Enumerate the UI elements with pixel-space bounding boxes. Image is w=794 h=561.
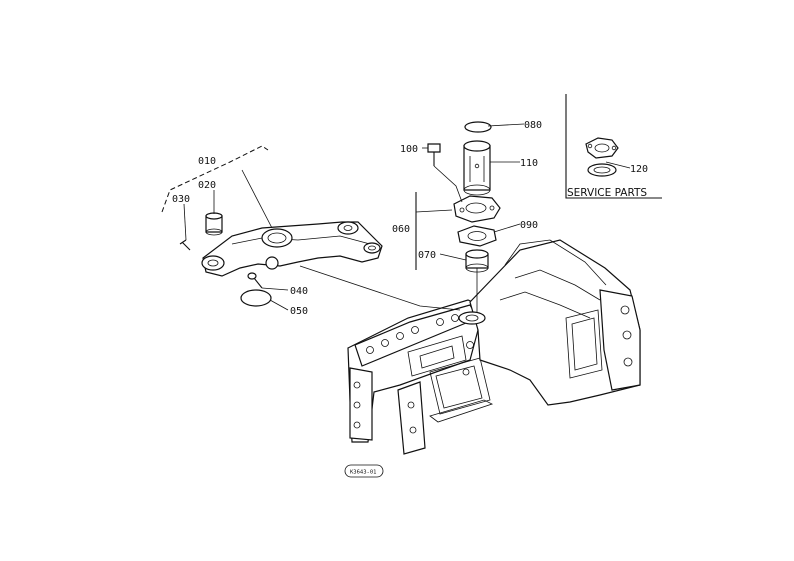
drawing-code: K3643-01 <box>350 470 377 476</box>
label-100: 100 <box>400 144 418 155</box>
label-070: 070 <box>418 250 436 261</box>
lift-arm <box>201 221 383 277</box>
label-080: 080 <box>524 120 542 131</box>
bushing-020 <box>205 212 223 236</box>
label-120: 120 <box>630 164 648 175</box>
bolt-040 <box>247 272 263 289</box>
washer-050 <box>240 289 272 307</box>
label-040: 040 <box>290 286 308 297</box>
label-030: 030 <box>172 194 190 205</box>
shaft-110 <box>463 140 491 196</box>
label-060: 060 <box>392 224 410 235</box>
pin-030 <box>179 239 191 251</box>
label-050: 050 <box>290 306 308 317</box>
service-parts-label: SERVICE PARTS <box>567 187 647 199</box>
label-010: 010 <box>198 156 216 167</box>
transmission-housing <box>347 239 641 455</box>
service-parts-panel <box>565 94 662 199</box>
label-110: 110 <box>520 158 538 169</box>
label-090: 090 <box>520 220 538 231</box>
gasket-090 <box>457 225 497 247</box>
drawing-code-badge: K3643-01 <box>344 464 384 478</box>
cap-080 <box>464 121 492 133</box>
cover-060 <box>453 195 501 223</box>
bushing-070 <box>465 249 489 273</box>
bolt-100 <box>427 143 441 166</box>
group-line-010 <box>161 145 269 213</box>
label-020: 020 <box>198 180 216 191</box>
